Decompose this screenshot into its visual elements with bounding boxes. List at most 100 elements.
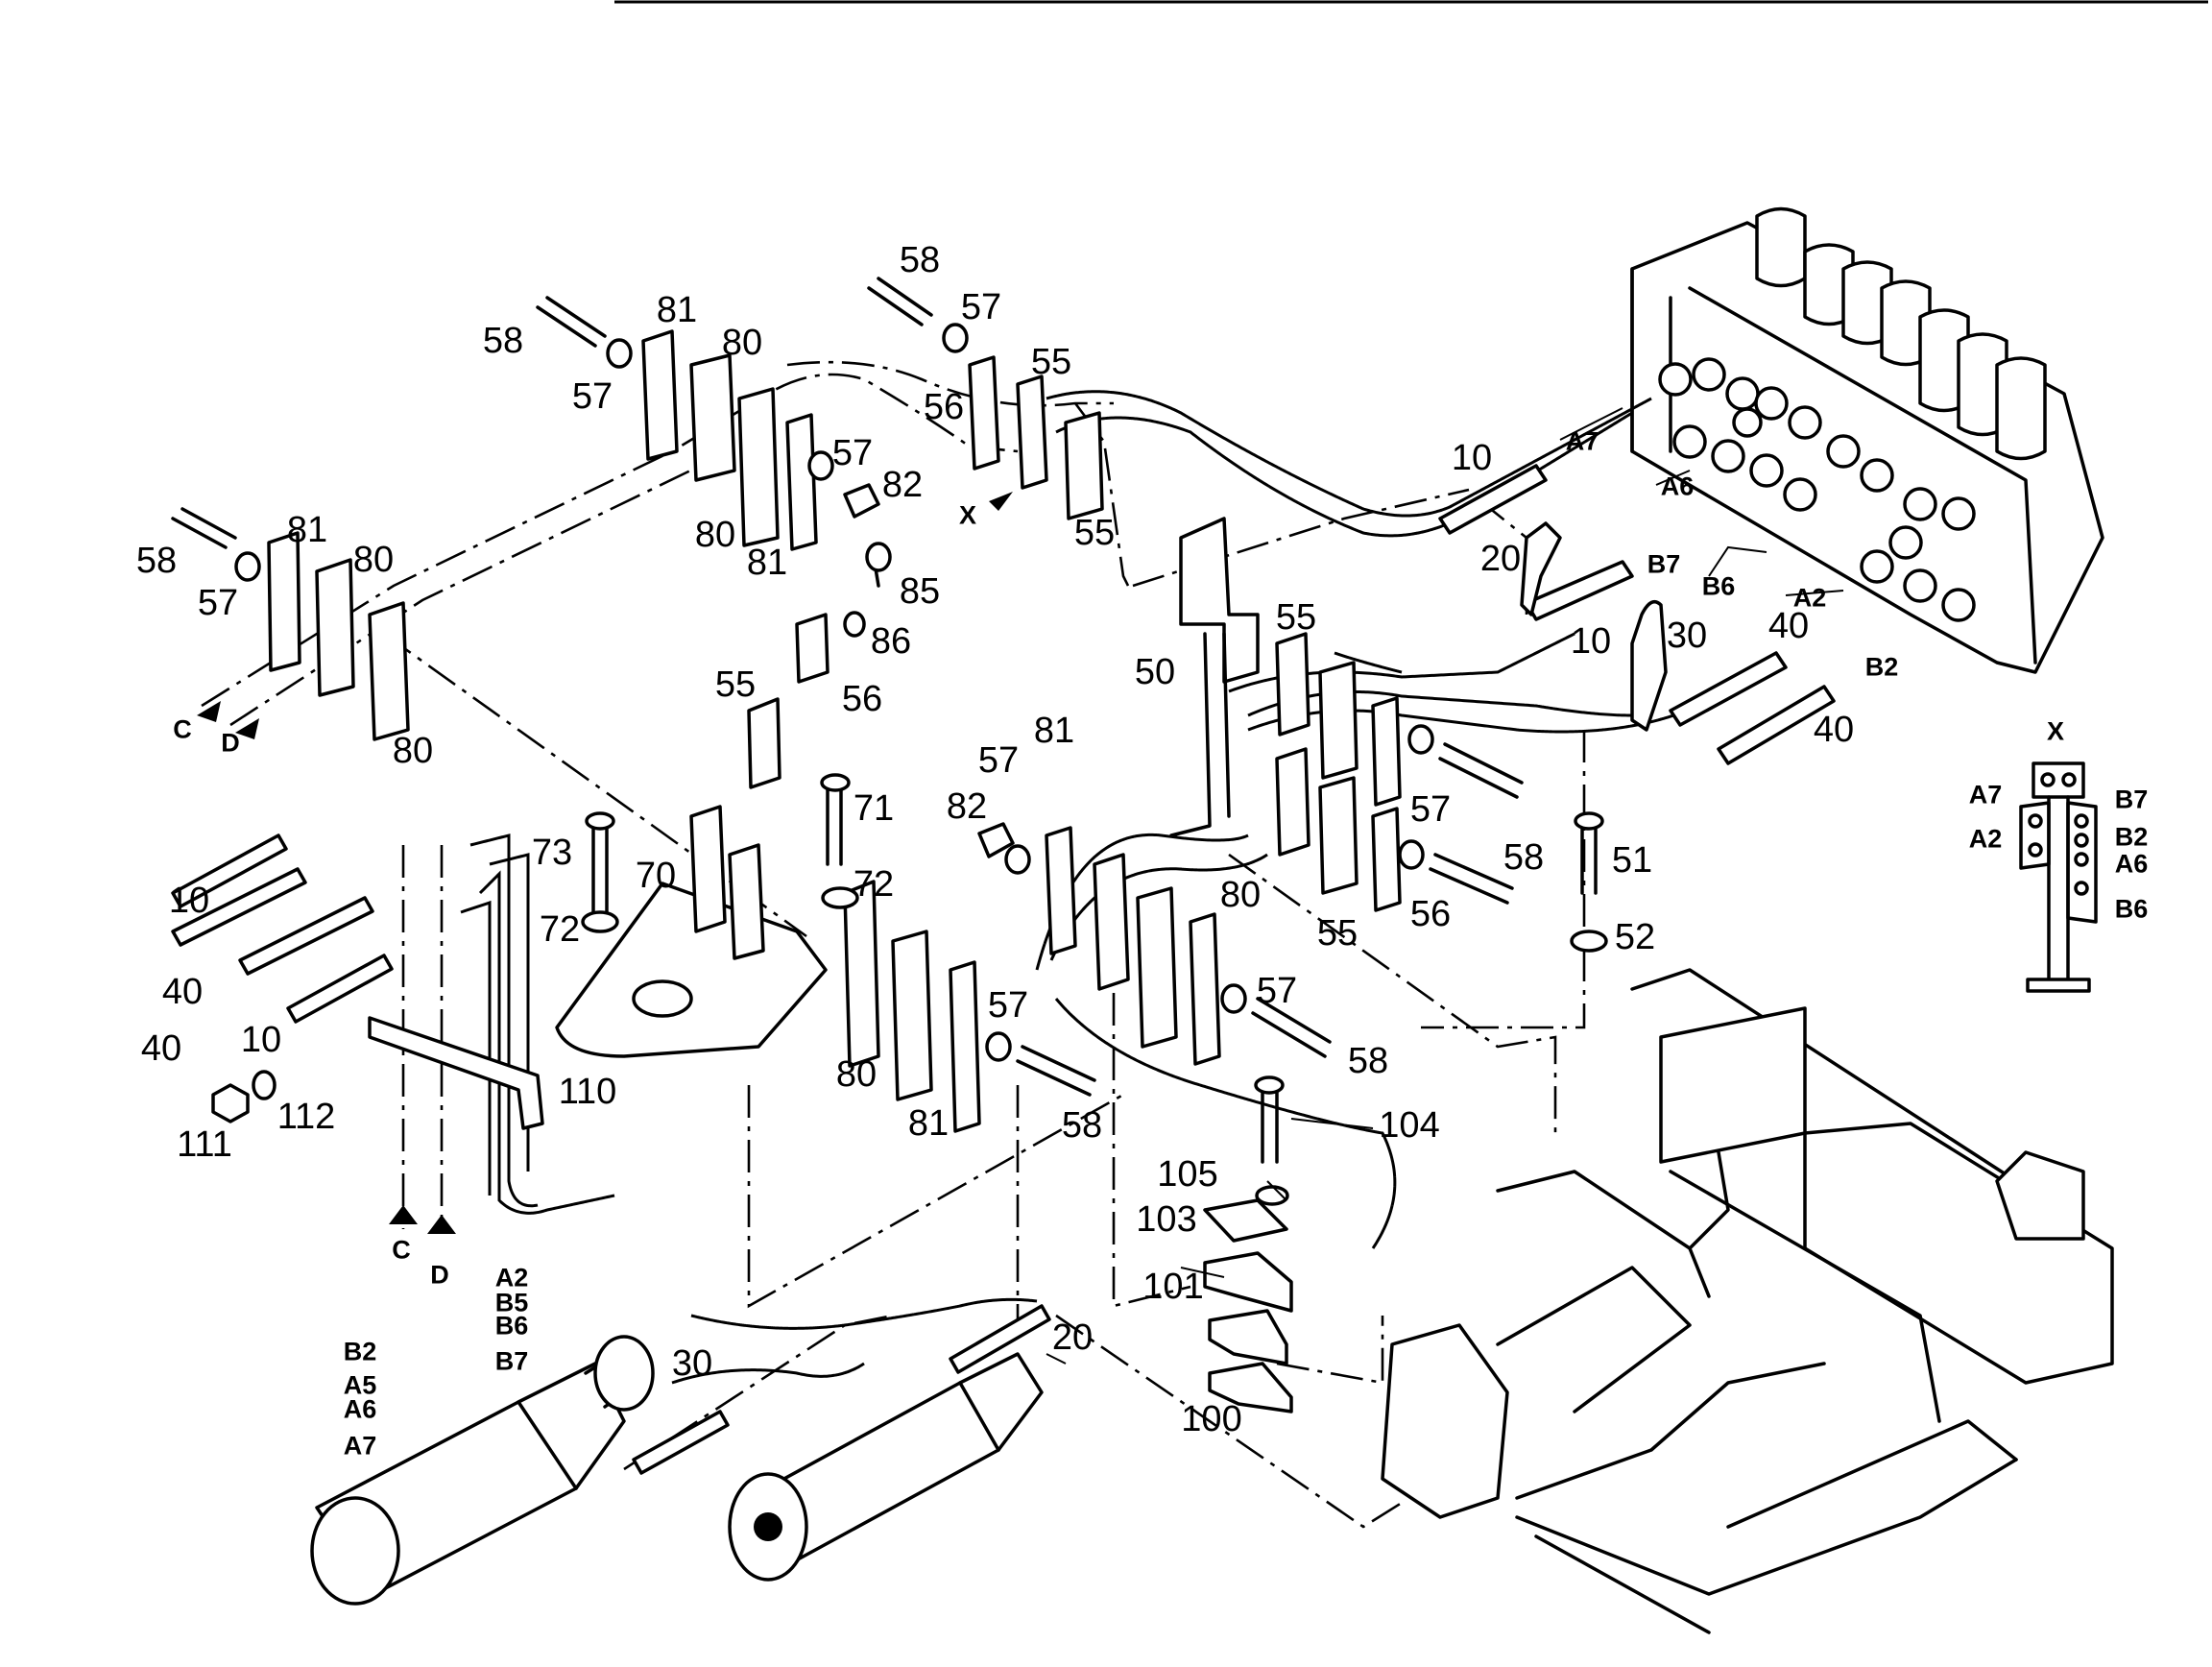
callout-80-e: 80 [1219,875,1262,915]
callout-52: 52 [1614,917,1656,957]
bolts-and-washers [171,277,1608,1206]
callout-B7-a: B7 [1647,549,1681,579]
callout-80-a: 80 [721,323,763,363]
callout-10-d: 10 [240,1020,282,1060]
callout-56-b: 56 [841,679,883,719]
callout-80-c: 80 [352,540,395,580]
callout-B2-a: B2 [1864,652,1899,682]
callout-105: 105 [1157,1154,1218,1195]
callout-57-b: 57 [960,287,1002,327]
callout-40-b: 40 [1813,710,1855,750]
callout-80-f: 80 [835,1054,878,1095]
callout-82-a: 82 [881,465,924,505]
callout-55-d: 55 [1275,597,1317,638]
callout-81-d: 81 [1033,711,1075,751]
inset-label-B6: B6 [2114,894,2149,924]
port-label-B2-cyl: B2 [343,1337,377,1366]
callout-10-c: 10 [168,881,210,921]
callout-86: 86 [870,621,912,662]
section-arrows [197,492,1013,1234]
section-label-C-top: C [173,714,192,744]
section-label-D-top: D [221,728,240,758]
callout-30-a: 30 [1666,616,1708,656]
inset-label-A6: A6 [2114,849,2149,879]
callout-A7-a: A7 [1565,426,1599,456]
callout-82-b: 82 [946,786,988,827]
port-label-B5-cyl: B5 [494,1288,529,1317]
callout-57-e: 57 [977,740,1020,781]
callout-A2-a: A2 [1792,583,1827,613]
callout-leaders [1046,407,1844,1365]
callout-72-a: 72 [853,864,895,905]
callout-55-e: 55 [1316,913,1358,954]
port-label-A5-cyl: A5 [343,1370,377,1400]
section-label-C-bottom: C [392,1235,411,1265]
frame-structure [1381,968,2114,1634]
port-label-B7-cyl: B7 [494,1346,529,1376]
callout-30-b: 30 [671,1343,713,1384]
callout-57-d: 57 [197,583,239,623]
callout-104: 104 [1379,1105,1440,1146]
callout-57-a: 57 [571,376,613,417]
control-valve-block [1630,206,2104,674]
callout-101: 101 [1142,1267,1204,1307]
callout-57-h: 57 [987,985,1029,1026]
callout-55-a: 55 [1030,342,1072,382]
section-label-X: X [958,500,977,530]
callout-40-c: 40 [161,972,204,1012]
port-label-B6-cyl: B6 [494,1311,529,1341]
callout-58-a: 58 [482,321,524,361]
callout-51: 51 [1611,840,1653,881]
callout-70: 70 [635,856,677,896]
callout-20-a: 20 [1479,539,1522,579]
callout-10-a: 10 [1451,438,1493,478]
port-label-A7-cyl: A7 [343,1431,377,1461]
callout-57-g: 57 [1256,971,1298,1011]
callout-55-b: 55 [1073,513,1116,553]
callout-110: 110 [558,1072,617,1112]
hose-fittings [171,464,1836,1475]
valve-port-fittings [1658,357,1976,622]
callout-111: 111 [177,1124,232,1165]
callout-56-a: 56 [923,387,965,427]
callout-72-b: 72 [539,909,581,950]
callout-103: 103 [1136,1199,1197,1240]
inset-title-X: X [2046,716,2065,746]
port-label-A6-cyl: A6 [343,1394,377,1424]
callout-B6-a: B6 [1701,571,1736,601]
callout-58-f: 58 [1061,1105,1103,1146]
port-label-A2-cyl: A2 [494,1263,529,1293]
callout-55-c: 55 [714,664,757,705]
callout-40-a: 40 [1767,606,1810,646]
callout-20-b: 20 [1051,1317,1094,1358]
inset-label-A7: A7 [1968,780,2003,809]
callout-56-c: 56 [1409,894,1452,934]
detail-inset-x [2019,761,2098,993]
callout-58-b: 58 [899,240,941,280]
callout-73: 73 [531,833,573,873]
callout-10-b: 10 [1570,621,1612,662]
hydraulic-cylinders [310,1335,1044,1606]
callout-50: 50 [1134,652,1176,692]
callout-81-e: 81 [907,1103,950,1144]
callout-112: 112 [276,1097,336,1137]
callout-80-b: 80 [694,515,736,555]
callout-57-f: 57 [1409,789,1452,830]
callout-81-a: 81 [656,290,698,330]
clamp-parts [171,277,2114,1634]
callout-57-c: 57 [831,433,874,473]
inset-label-B7: B7 [2114,785,2149,814]
callout-40-d: 40 [140,1028,182,1069]
inset-label-A2: A2 [1968,824,2003,854]
section-label-D-bottom: D [430,1260,449,1290]
inset-label-B2: B2 [2114,822,2149,852]
callout-58-d: 58 [1503,837,1545,878]
callout-85: 85 [899,571,941,612]
callout-80-d: 80 [392,731,434,771]
callout-100: 100 [1181,1399,1242,1439]
callout-58-e: 58 [1347,1041,1389,1081]
callout-A6-a: A6 [1660,471,1695,501]
callout-71: 71 [853,788,895,829]
